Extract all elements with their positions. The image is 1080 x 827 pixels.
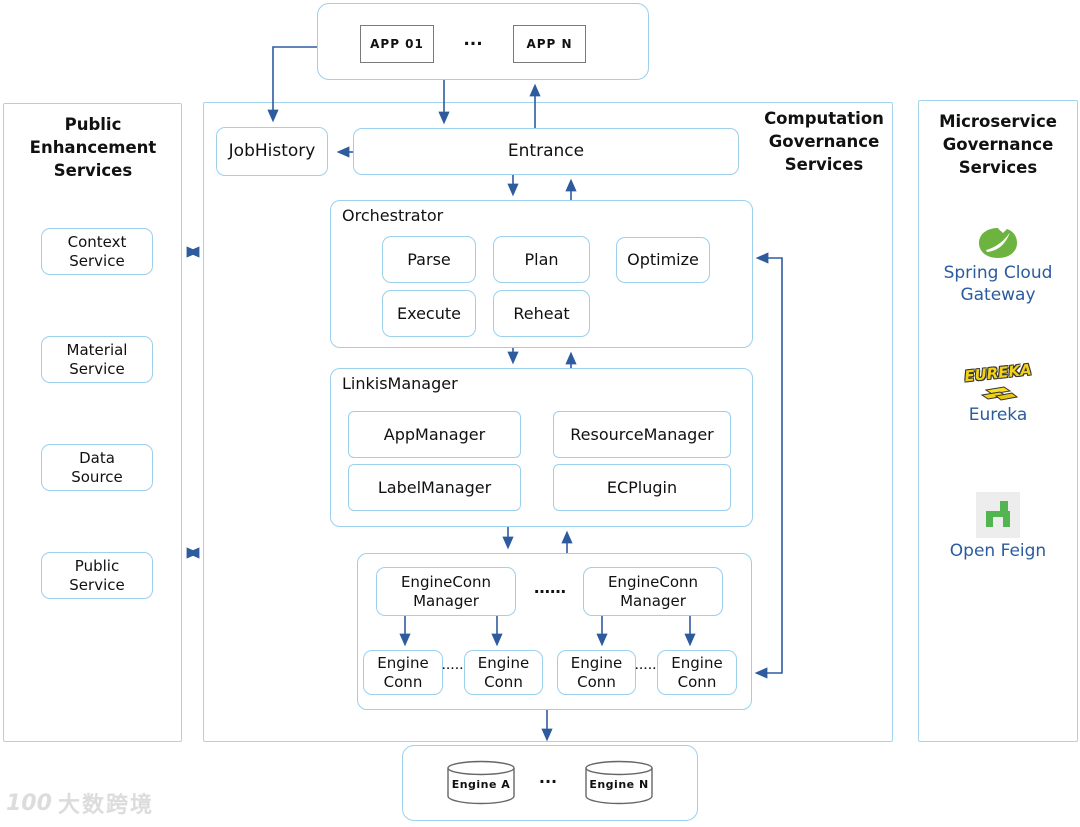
watermark: 100 大数跨境: [6, 787, 154, 819]
ec-plugin-box: ECPlugin: [553, 464, 731, 511]
engine-a-cylinder-icon: [447, 760, 515, 805]
optimize-box: Optimize: [616, 237, 710, 283]
public-service-box: Public Service: [41, 552, 153, 599]
engine-conn-3-box: Engine Conn: [557, 650, 636, 695]
computation-governance-title: Computation Governance Services: [764, 109, 884, 175]
open-feign-label: Open Feign: [949, 541, 1047, 561]
watermark-logo: 100: [6, 790, 52, 816]
linkis-manager-label: LinkisManager: [342, 374, 458, 393]
app-01-box: APP 01: [360, 25, 434, 63]
material-service-box: Material Service: [41, 336, 153, 383]
engine-conn-4-box: Engine Conn: [657, 650, 737, 695]
context-service-box: Context Service: [41, 228, 153, 275]
engine-conn-manager-2-box: EngineConn Manager: [583, 567, 723, 616]
spring-cloud-gateway-label: Spring Cloud Gateway: [943, 263, 1053, 306]
app-ellipsis: ...: [463, 30, 483, 50]
watermark-text: 大数跨境: [57, 793, 154, 818]
engine-n-cylinder-icon: [585, 760, 653, 805]
resource-manager-box: ResourceManager: [553, 411, 731, 458]
label-manager-box: LabelManager: [348, 464, 521, 511]
engine-conn-manager-ellipsis: ……: [534, 578, 566, 597]
engine-conn-manager-1-box: EngineConn Manager: [376, 567, 516, 616]
openfeign-logo-icon: [976, 492, 1020, 538]
reheat-box: Reheat: [493, 290, 590, 337]
entrance-box: Entrance: [353, 128, 739, 175]
plan-box: Plan: [493, 236, 590, 283]
execute-box: Execute: [382, 290, 476, 337]
engine-conn-1-box: Engine Conn: [363, 650, 443, 695]
eureka-gold-bars-icon: [980, 386, 1019, 401]
microservice-governance-panel: [918, 100, 1078, 742]
engine-conn-ellipsis-1: .....: [441, 662, 465, 672]
engine-conn-ellipsis-2: .....: [634, 662, 658, 672]
engine-n-label: Engine N: [589, 778, 649, 791]
data-source-box: Data Source: [41, 444, 153, 491]
public-enhancement-title: Public Enhancement Services: [29, 115, 157, 181]
app-n-box: APP N: [513, 25, 586, 63]
job-history-box: JobHistory: [216, 127, 328, 176]
orchestrator-label: Orchestrator: [342, 206, 444, 225]
engines-ellipsis: ...: [538, 768, 558, 787]
engine-conn-2-box: Engine Conn: [464, 650, 543, 695]
parse-box: Parse: [382, 236, 476, 283]
public-enhancement-panel: [3, 103, 182, 742]
app-manager-box: AppManager: [348, 411, 521, 458]
eureka-logo-icon: EUREKA: [960, 361, 1036, 406]
eureka-label: Eureka: [968, 405, 1028, 425]
engine-a-label: Engine A: [451, 778, 511, 791]
spring-logo-icon: [979, 228, 1017, 258]
microservice-governance-title: Microservice Governance Services: [939, 112, 1057, 178]
